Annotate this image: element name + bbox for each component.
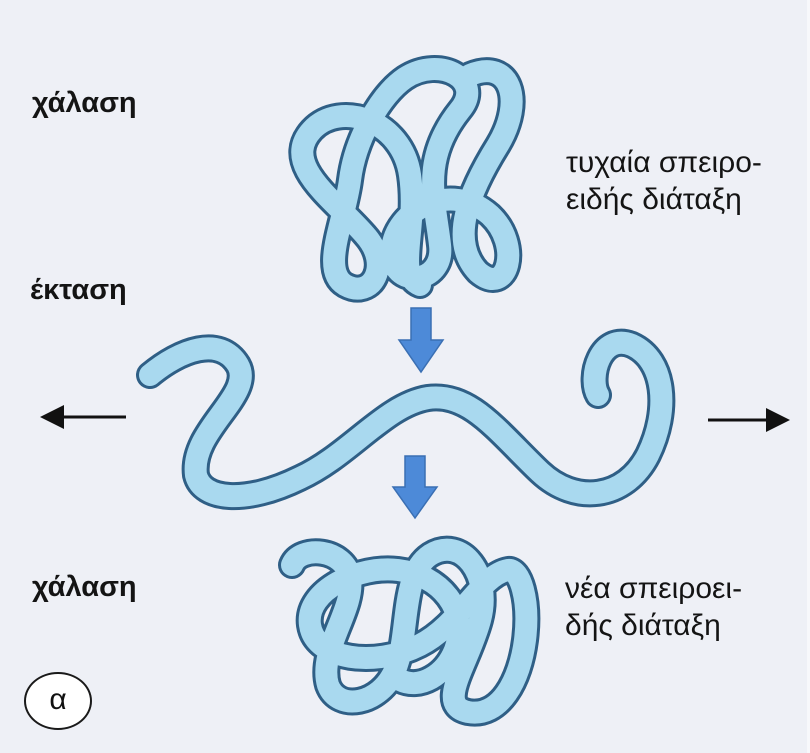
- panel-letter-badge: α: [24, 672, 92, 730]
- arrow-down-icon: [399, 308, 443, 372]
- new-coil-note: νέα σπειροει- δής διάταξη: [565, 570, 742, 644]
- random-coil-note: τυχαία σπειρο- ειδής διάταξη: [566, 144, 762, 218]
- arrow-down-icon: [393, 456, 437, 518]
- panel-letter: α: [49, 685, 66, 715]
- random-coil-note-line-1: τυχαία σπειρο-: [566, 144, 762, 181]
- relax-label-bottom: χάλαση: [32, 572, 137, 602]
- coiled-chain-bottom: [292, 550, 526, 713]
- new-coil-note-line-1: νέα σπειροει-: [565, 570, 742, 607]
- random-coil-note-line-2: ειδής διάταξη: [566, 181, 762, 218]
- coiled-chain-top: [302, 69, 511, 289]
- stretch-label: έκταση: [30, 275, 127, 305]
- relax-label-top: χάλαση: [32, 88, 137, 118]
- new-coil-note-line-2: δής διάταξη: [565, 607, 742, 644]
